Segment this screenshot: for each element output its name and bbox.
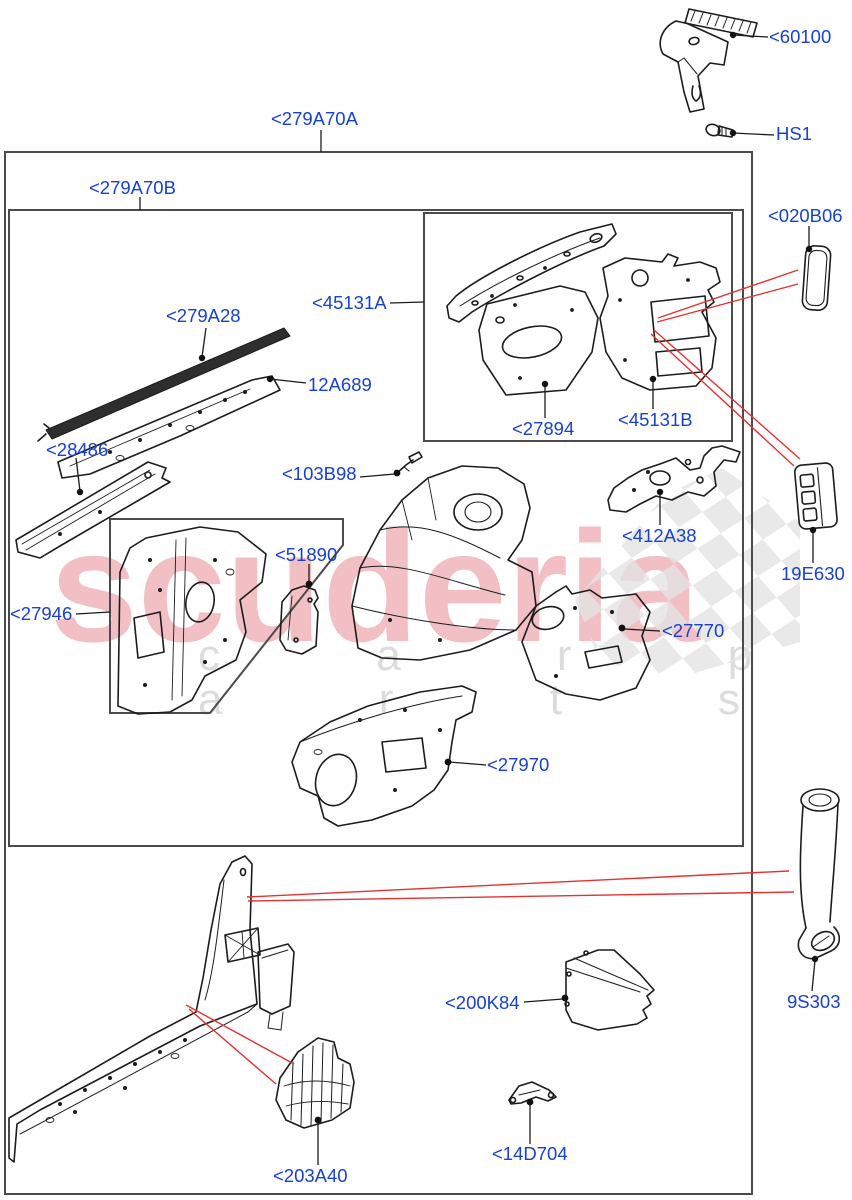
part-HS1-bolt-drawing — [705, 123, 734, 138]
part-label-14D704[interactable]: <14D704 — [492, 1143, 568, 1164]
part-28486-drawing — [15, 461, 171, 559]
part-label-200K84[interactable]: <200K84 — [445, 992, 520, 1013]
part-020B06-drawing — [801, 245, 832, 312]
part-wheelhouse-shell-drawing — [351, 465, 537, 661]
assembly-box-279A70A — [4, 151, 753, 1195]
part-19E630-drawing — [793, 462, 838, 530]
part-200K84-drawing — [564, 949, 655, 1031]
part-label-45131A[interactable]: <45131A — [312, 292, 387, 313]
part-9S303-drawing — [797, 788, 841, 960]
part-51890-drawing — [279, 585, 319, 655]
part-279A28-drawing — [37, 327, 291, 442]
assembly-box-27946 — [109, 518, 344, 714]
part-27770-drawing — [521, 585, 651, 701]
part-27894-drawing — [478, 285, 599, 396]
part-label-HS1[interactable]: HS1 — [776, 123, 812, 144]
part-bpillar-rocker-drawing — [8, 855, 295, 1163]
assembly-box-279A70B — [8, 209, 744, 847]
part-27946-drawing — [117, 526, 267, 715]
part-27970-drawing — [291, 685, 477, 827]
part-14D704-drawing — [508, 1081, 557, 1105]
part-label-279A70B[interactable]: <279A70B — [89, 177, 176, 198]
leader-dots — [76, 31, 819, 1124]
part-label-279A28[interactable]: <279A28 — [166, 305, 241, 326]
part-label-279A70A[interactable]: <279A70A — [271, 108, 358, 129]
part-label-412A38[interactable]: <412A38 — [622, 525, 697, 546]
part-label-27770[interactable]: <27770 — [662, 620, 725, 641]
part-label-9S303[interactable]: 9S303 — [787, 991, 841, 1012]
part-12A689-drawing — [57, 375, 281, 479]
part-label-103B98[interactable]: <103B98 — [282, 463, 357, 484]
part-label-203A40[interactable]: <203A40 — [273, 1165, 348, 1186]
part-label-45131B[interactable]: <45131B — [618, 409, 693, 430]
part-203A40-drawing — [275, 1037, 355, 1129]
part-label-27946[interactable]: <27946 — [10, 603, 73, 624]
part-label-12A689[interactable]: 12A689 — [308, 374, 372, 395]
part-label-28486[interactable]: <28486 — [46, 439, 109, 460]
part-label-27970[interactable]: <27970 — [487, 754, 550, 775]
leader-lines — [75, 34, 816, 1165]
part-60100-drawing — [659, 8, 758, 113]
red-pointer-lines — [185, 269, 801, 1085]
part-label-51890[interactable]: <51890 — [275, 544, 338, 565]
part-label-27894[interactable]: <27894 — [512, 418, 575, 439]
part-label-19E630[interactable]: 19E630 — [781, 563, 845, 584]
assembly-box-45131A — [423, 212, 733, 442]
part-label-020B06[interactable]: <020B06 — [768, 205, 843, 226]
part-412A38-drawing — [607, 445, 741, 513]
part-45131A-drawing — [446, 223, 617, 323]
part-label-60100[interactable]: <60100 — [769, 26, 832, 47]
